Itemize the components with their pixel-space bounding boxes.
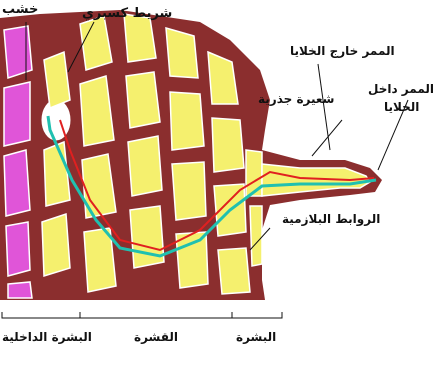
endodermis-label: البشرة الداخلية: [2, 330, 92, 344]
apoplast-path-label: الممر خارج الخلايا: [290, 44, 395, 58]
xylem-label: خشب: [2, 2, 38, 17]
region-brackets: [2, 312, 282, 318]
plasmodesmata-label: الروابط البلازمية: [282, 212, 380, 226]
symplast-path-label-line2: الخلايا: [384, 100, 419, 114]
root-hair-label: شعيرة جذرية: [258, 92, 334, 106]
cortex-label: القشرة: [134, 330, 178, 344]
symplast-path-label-line1: الممر داخل: [368, 82, 434, 96]
casparian-strip-label: شريط كسبري: [82, 6, 172, 21]
epidermis-label: البشرة: [236, 330, 276, 344]
